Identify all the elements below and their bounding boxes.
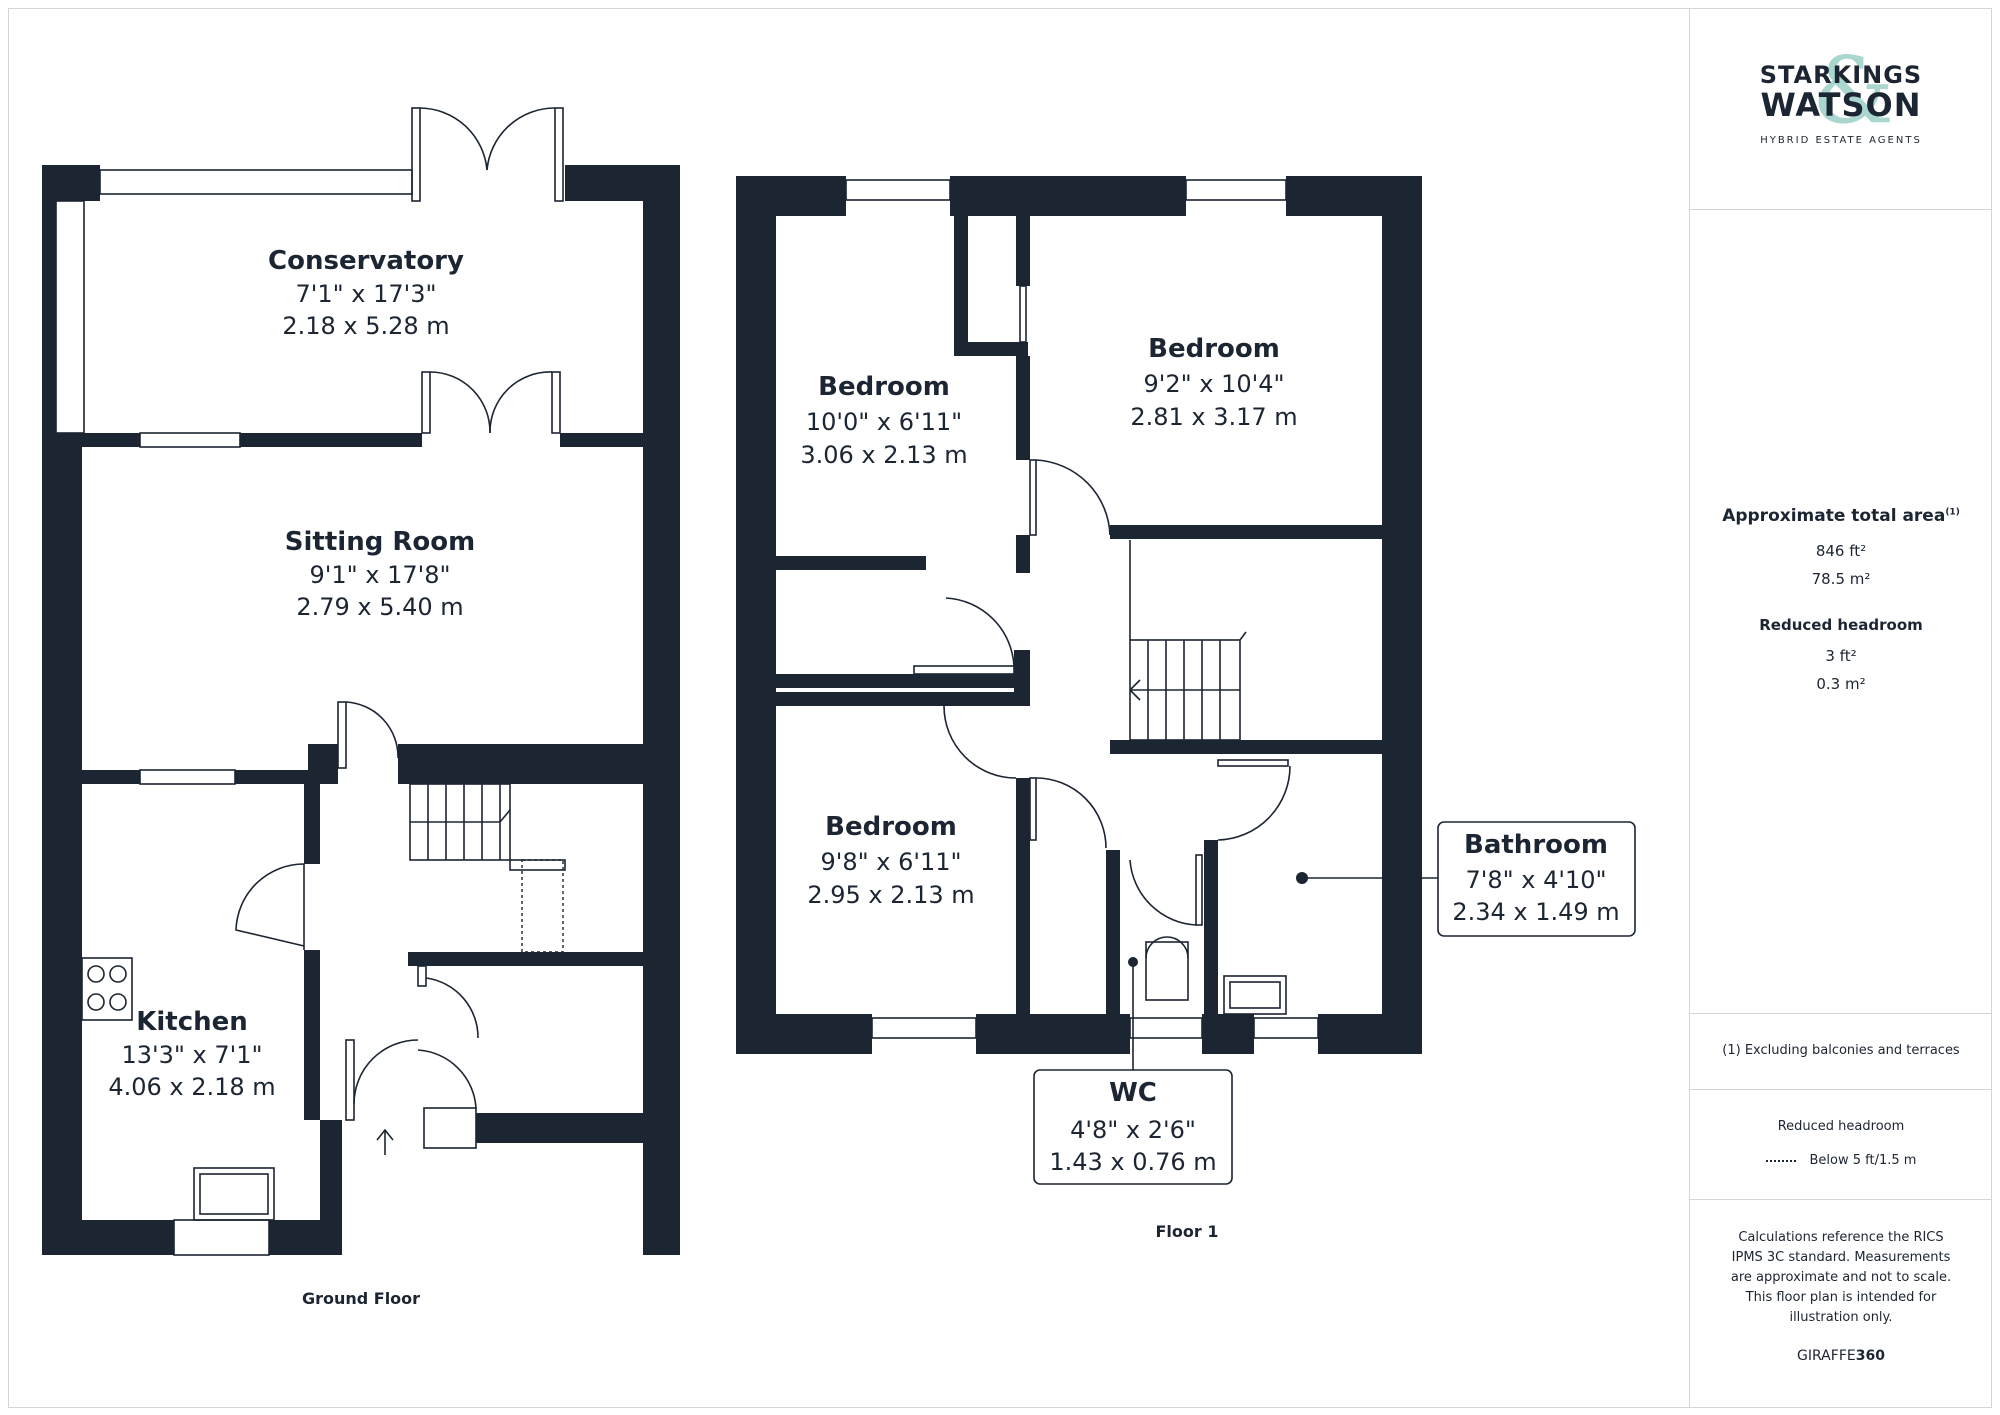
room-name-conservatory: Conservatory <box>268 246 464 276</box>
panel-divider <box>1690 1199 1992 1200</box>
area-heading: Approximate total area(1) <box>1722 506 1960 526</box>
room-dim-conservatory-imperial: 7'1" x 17'3" <box>295 280 436 308</box>
room-dim-sitting-room-metric: 2.79 x 5.40 m <box>296 593 463 621</box>
panel-divider <box>1690 209 1992 210</box>
brand-name-line2: WATSON <box>1760 86 1922 124</box>
room-name-wc: WC <box>1109 1078 1157 1108</box>
reduced-headroom-sqft: 3 ft² <box>1825 647 1857 665</box>
wc-callout <box>1033 1069 1233 1185</box>
room-name-kitchen: Kitchen <box>136 1007 248 1037</box>
room-name-bedroom-2: Bedroom <box>1148 334 1280 364</box>
floor-label-first: Floor 1 <box>1156 1222 1219 1241</box>
info-panel: & STARKINGS WATSON HYBRID ESTATE AGENTS … <box>1689 8 1992 1408</box>
footnote: (1) Excluding balconies and terraces <box>1722 1043 1960 1058</box>
first-floor-plan <box>736 176 1438 1070</box>
room-dim-kitchen-metric: 4.06 x 2.18 m <box>108 1073 275 1101</box>
brand-logo: & STARKINGS WATSON HYBRID ESTATE AGENTS <box>1690 45 1992 147</box>
room-dim-wc-metric: 1.43 x 0.76 m <box>1049 1148 1216 1176</box>
room-name-bedroom-3: Bedroom <box>825 812 957 842</box>
ground-floor-plan <box>42 107 680 1256</box>
room-dim-wc-imperial: 4'8" x 2'6" <box>1070 1116 1196 1144</box>
room-dim-bedroom-2-imperial: 9'2" x 10'4" <box>1143 370 1284 398</box>
room-name-bedroom-1: Bedroom <box>818 372 950 402</box>
room-dim-kitchen-imperial: 13'3" x 7'1" <box>121 1041 262 1069</box>
room-dim-bathroom-imperial: 7'8" x 4'10" <box>1465 866 1606 894</box>
reduced-headroom-heading: Reduced headroom <box>1759 616 1923 634</box>
legend-dotted-line <box>1765 1159 1796 1162</box>
room-dim-bedroom-3-metric: 2.95 x 2.13 m <box>807 881 974 909</box>
area-footnote-mark: (1) <box>1945 507 1960 518</box>
legend-title: Reduced headroom <box>1777 1119 1905 1134</box>
room-dim-bedroom-2-metric: 2.81 x 3.17 m <box>1130 403 1297 431</box>
room-name-bathroom: Bathroom <box>1464 830 1608 860</box>
brand-name-line1: STARKINGS <box>1759 61 1923 89</box>
reduced-headroom-sqm: 0.3 m² <box>1816 675 1866 693</box>
giraffe360-credit: GIRAFFE360 <box>1797 1348 1885 1364</box>
disclaimer: Calculations reference the RICS IPMS 3C … <box>1730 1230 1952 1325</box>
room-dim-conservatory-metric: 2.18 x 5.28 m <box>282 312 449 340</box>
legend-item: Below 5 ft/1.5 m <box>1690 1153 1992 1168</box>
room-dim-bedroom-1-metric: 3.06 x 2.13 m <box>800 441 967 469</box>
panel-divider <box>1690 1013 1992 1014</box>
area-sqft: 846 ft² <box>1815 542 1867 560</box>
floor-label-ground: Ground Floor <box>302 1289 420 1308</box>
room-dim-bedroom-3-imperial: 9'8" x 6'11" <box>820 848 961 876</box>
panel-divider <box>1690 1089 1992 1090</box>
room-name-sitting-room: Sitting Room <box>285 527 475 557</box>
brand-tagline: HYBRID ESTATE AGENTS <box>1760 135 1922 146</box>
bathroom-callout <box>1437 821 1636 937</box>
area-sqm: 78.5 m² <box>1811 570 1871 588</box>
room-dim-sitting-room-imperial: 9'1" x 17'8" <box>309 561 450 589</box>
page-frame <box>8 8 1992 1408</box>
room-dim-bedroom-1-imperial: 10'0" x 6'11" <box>806 408 962 436</box>
room-dim-bathroom-metric: 2.34 x 1.49 m <box>1452 898 1619 926</box>
floor-plan: Conservatory 7'1" x 17'3" 2.18 x 5.28 m … <box>42 107 1636 1308</box>
brand-ampersand: & <box>1812 37 1894 144</box>
